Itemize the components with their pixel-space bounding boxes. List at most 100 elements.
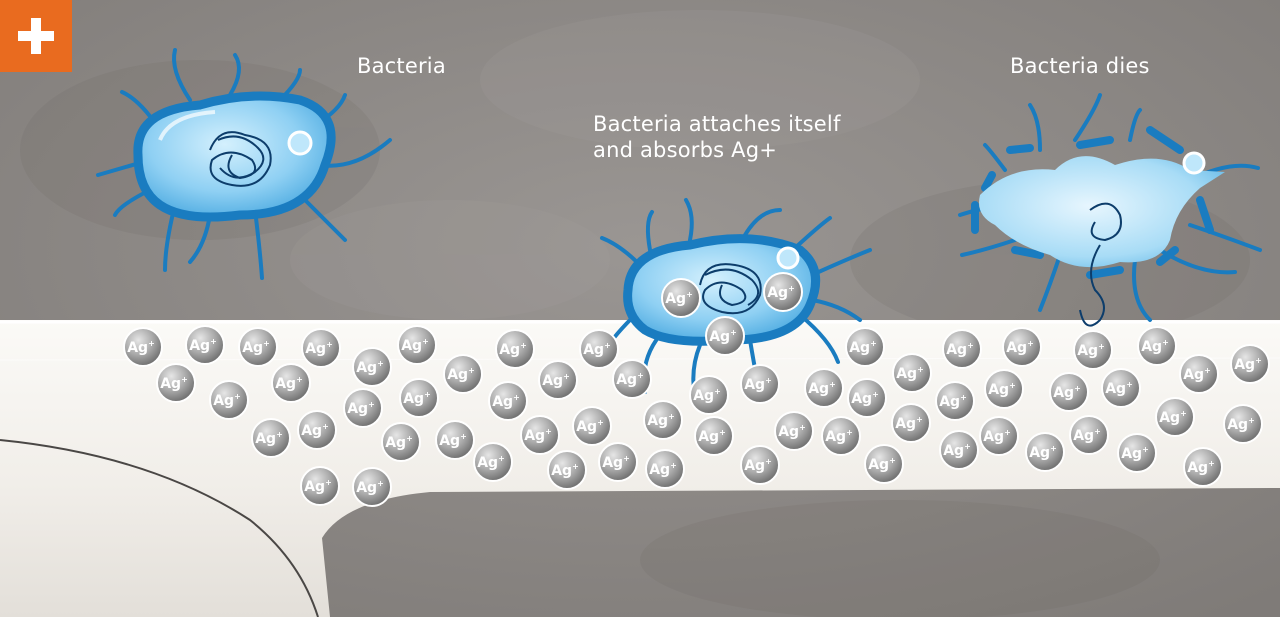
silver-ion-sphere: [381, 422, 421, 462]
silver-ion: Ag+: [892, 353, 932, 393]
silver-ion: Ag+: [300, 466, 340, 506]
silver-ion: Ag+: [1183, 447, 1223, 487]
silver-ion-sphere: [443, 354, 483, 394]
silver-ion: Ag+: [984, 369, 1024, 409]
silver-ion-sphere: [1223, 404, 1263, 444]
silver-ion-sphere: [399, 378, 439, 418]
silver-ion-label: Ag+: [1183, 366, 1211, 383]
silver-ion: Ag+: [942, 329, 982, 369]
silver-ion: Ag+: [891, 403, 931, 443]
silver-ion-sphere: [939, 430, 979, 470]
silver-ion: Ag+: [572, 406, 612, 446]
silver-ion-sphere: [1002, 327, 1042, 367]
silver-ions: Ag+Ag+Ag+Ag+Ag+Ag+Ag+Ag+Ag+Ag+Ag+Ag+Ag+A…: [123, 272, 1270, 507]
silver-ion-sphere: [689, 375, 729, 415]
silver-ion-sphere: [643, 400, 683, 440]
silver-ion: Ag+: [1137, 326, 1177, 366]
silver-ion-sphere: [301, 328, 341, 368]
silver-ion: Ag+: [185, 325, 225, 365]
label-bacteria-dies: Bacteria dies: [1010, 54, 1150, 78]
silver-ion-label: Ag+: [778, 423, 806, 440]
silver-ion-label: Ag+: [895, 415, 923, 432]
silver-ion: Ag+: [1073, 330, 1113, 370]
silver-ion: Ag+: [804, 368, 844, 408]
silver-ion: Ag+: [661, 278, 701, 318]
silver-ion: Ag+: [238, 327, 278, 367]
bacteria-healthy: [96, 48, 392, 280]
silver-ion: Ag+: [645, 449, 685, 489]
silver-ion-sphere: [352, 347, 392, 387]
silver-ion-label: Ag+: [305, 340, 333, 357]
silver-ion: Ag+: [301, 328, 341, 368]
silver-ion-sphere: [572, 406, 612, 446]
silver-ion: Ag+: [488, 381, 528, 421]
silver-ion-label: Ag+: [1105, 380, 1133, 397]
silver-ion-label: Ag+: [189, 337, 217, 354]
silver-ion-sphere: [763, 272, 803, 312]
silver-ion-label: Ag+: [1234, 356, 1262, 373]
silver-ion-sphere: [209, 380, 249, 420]
silver-ion-sphere: [547, 450, 587, 490]
silver-ion-label: Ag+: [1053, 384, 1081, 401]
silver-ion-sphere: [300, 466, 340, 506]
silver-ion-label: Ag+: [439, 432, 467, 449]
silver-ion: Ag+: [612, 359, 652, 399]
silver-ion-sphere: [845, 327, 885, 367]
silver-ion: Ag+: [297, 410, 337, 450]
silver-ion-sphere: [598, 442, 638, 482]
silver-ion-sphere: [705, 316, 745, 356]
silver-ion: Ag+: [1049, 372, 1089, 412]
silver-ion: Ag+: [1155, 397, 1195, 437]
silver-ion-sphere: [1179, 354, 1219, 394]
silver-ion-label: Ag+: [492, 393, 520, 410]
silver-ion: Ag+: [156, 363, 196, 403]
silver-ion: Ag+: [845, 327, 885, 367]
silver-ion: Ag+: [740, 364, 780, 404]
silver-ion-sphere: [1049, 372, 1089, 412]
silver-ion-sphere: [352, 467, 392, 507]
silver-ion-label: Ag+: [616, 371, 644, 388]
silver-ion: Ag+: [1117, 433, 1157, 473]
silver-ion-label: Ag+: [127, 339, 155, 356]
silver-ion-sphere: [1155, 397, 1195, 437]
silver-ion-sphere: [473, 442, 513, 482]
silver-ion-label: Ag+: [709, 328, 737, 345]
silver-ion-label: Ag+: [542, 372, 570, 389]
silver-ion: Ag+: [397, 325, 437, 365]
silver-ion-sphere: [645, 449, 685, 489]
silver-ion-label: Ag+: [1121, 445, 1149, 462]
silver-ion-label: Ag+: [868, 456, 896, 473]
silver-ion-label: Ag+: [602, 454, 630, 471]
silver-ion-sphere: [942, 329, 982, 369]
silver-ion-label: Ag+: [401, 337, 429, 354]
silver-ion: Ag+: [473, 442, 513, 482]
silver-ion-label: Ag+: [499, 341, 527, 358]
silver-ion-label: Ag+: [275, 375, 303, 392]
silver-ion: Ag+: [443, 354, 483, 394]
silver-ion-sphere: [612, 359, 652, 399]
silver-ion-label: Ag+: [524, 427, 552, 444]
silver-ion-label: Ag+: [385, 434, 413, 451]
silver-ion-label: Ag+: [744, 457, 772, 474]
silver-ion-sphere: [1073, 330, 1113, 370]
silver-ion-sphere: [185, 325, 225, 365]
silver-ion: Ag+: [520, 415, 560, 455]
silver-ion-sphere: [1069, 415, 1109, 455]
silver-ion-sphere: [156, 363, 196, 403]
silver-ion: Ag+: [251, 418, 291, 458]
silver-ion-sphere: [774, 411, 814, 451]
silver-ion-sphere: [979, 416, 1019, 456]
silver-ion-sphere: [891, 403, 931, 443]
silver-ion-sphere: [343, 388, 383, 428]
silver-ion: Ag+: [774, 411, 814, 451]
silver-ion-sphere: [251, 418, 291, 458]
silver-ion: Ag+: [435, 420, 475, 460]
silver-ion-label: Ag+: [576, 418, 604, 435]
silver-ion: Ag+: [979, 416, 1019, 456]
silver-ion-sphere: [864, 444, 904, 484]
silver-ion: Ag+: [643, 400, 683, 440]
expand-button[interactable]: [0, 0, 72, 72]
silver-ion: Ag+: [352, 347, 392, 387]
silver-ion: Ag+: [1025, 432, 1065, 472]
